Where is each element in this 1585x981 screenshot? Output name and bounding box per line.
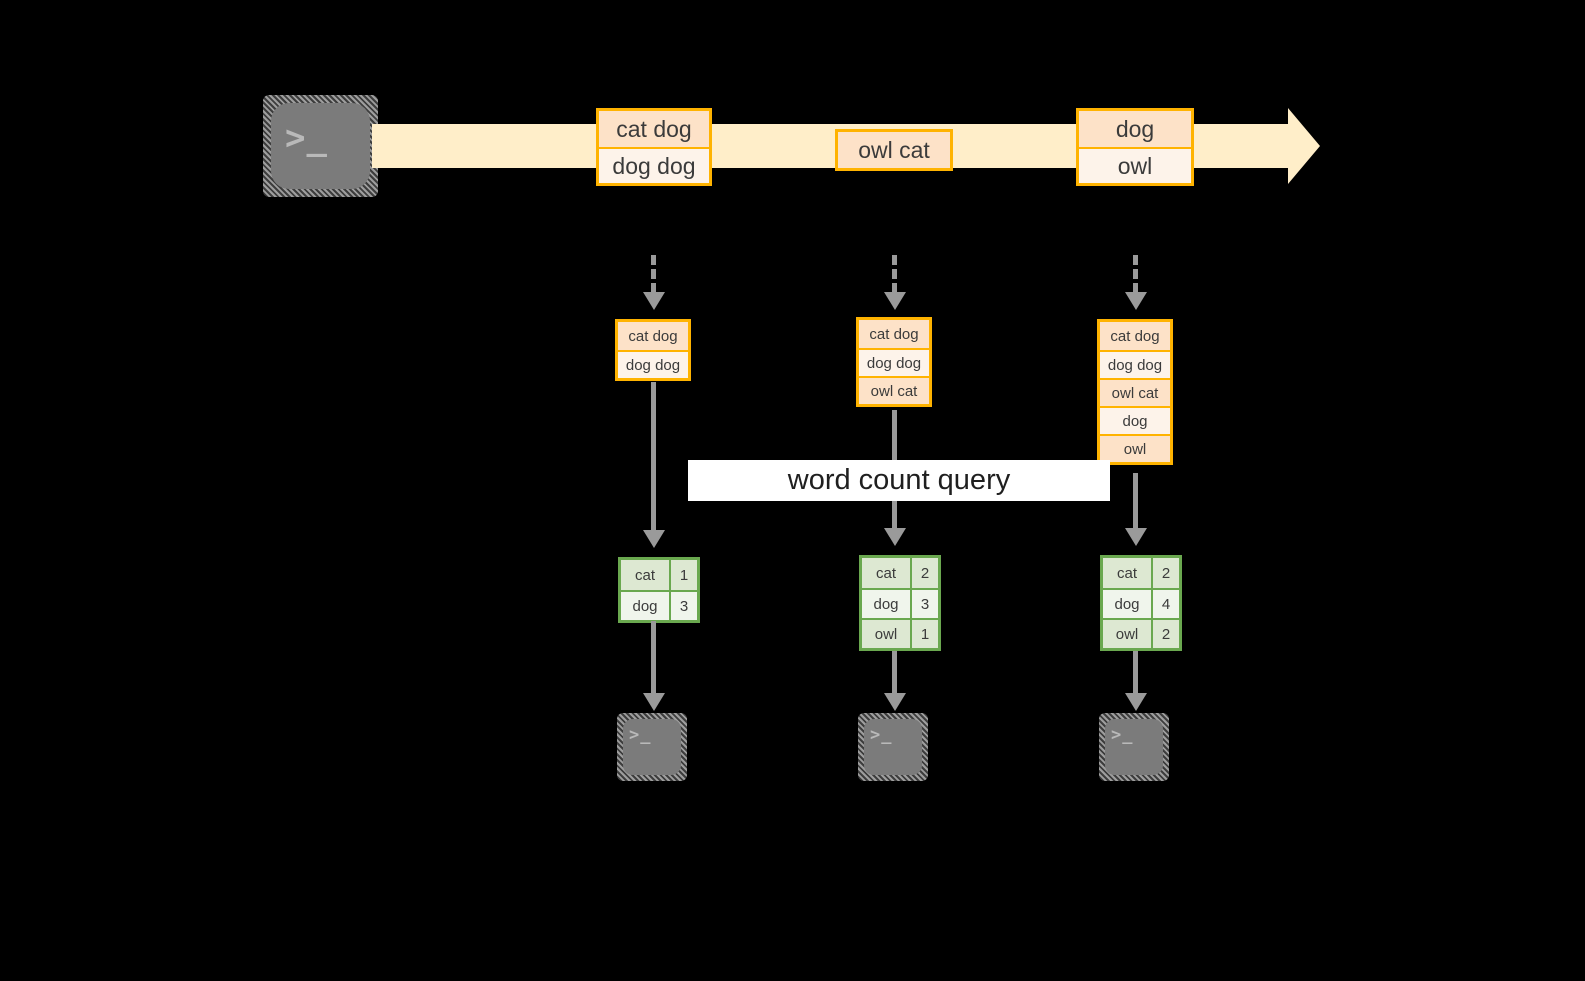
- snapshot-3-input-table: cat dog dog dog owl cat dog owl: [1097, 319, 1173, 465]
- result-word: dog: [1103, 590, 1151, 618]
- snapshot-3-query-line: [1133, 473, 1138, 529]
- stream-tap-arrow-2: [884, 292, 906, 310]
- terminal-screen: [864, 719, 922, 775]
- stream-event-group-2: owl cat: [835, 129, 953, 171]
- stream-tap-arrow-1: [643, 292, 665, 310]
- result-word: cat: [862, 558, 910, 588]
- snapshot-1-consumer-terminal-icon: >_: [617, 713, 687, 781]
- snapshot-input-line: dog dog: [618, 350, 688, 378]
- snapshot-input-line: owl cat: [859, 376, 929, 404]
- result-count: 1: [910, 620, 938, 648]
- stream-event-line: owl: [1079, 147, 1191, 183]
- result-word: dog: [621, 592, 669, 620]
- result-count: 2: [1151, 620, 1179, 648]
- result-word: dog: [862, 590, 910, 618]
- result-word: owl: [862, 620, 910, 648]
- snapshot-1-output-arrow: [643, 693, 665, 711]
- result-word: cat: [621, 560, 669, 590]
- terminal-prompt-glyph: >_: [285, 118, 328, 158]
- table-row: cat 2: [862, 558, 938, 588]
- result-word: owl: [1103, 620, 1151, 648]
- query-label-text: word count query: [787, 464, 1011, 496]
- stream-event-line: owl cat: [838, 132, 950, 168]
- table-row: dog 3: [621, 590, 697, 620]
- snapshot-1-query-line: [651, 382, 656, 531]
- terminal-screen: [271, 103, 370, 189]
- snapshot-2-query-arrow: [884, 528, 906, 546]
- snapshot-2-output-line: [892, 651, 897, 694]
- snapshot-3-output-arrow: [1125, 693, 1147, 711]
- terminal-prompt-glyph: >_: [1111, 725, 1134, 745]
- event-stream-arrowhead: [1288, 108, 1320, 184]
- result-count: 2: [910, 558, 938, 588]
- result-word: cat: [1103, 558, 1151, 588]
- stream-tap-arrow-3: [1125, 292, 1147, 310]
- snapshot-3-result-table: cat 2 dog 4 owl 2: [1100, 555, 1182, 651]
- snapshot-input-line: owl cat: [1100, 378, 1170, 406]
- snapshot-1-input-table: cat dog dog dog: [615, 319, 691, 381]
- stream-event-line: cat dog: [599, 111, 709, 147]
- stream-event-line: dog: [1079, 111, 1191, 147]
- snapshot-2-input-table: cat dog dog dog owl cat: [856, 317, 932, 407]
- table-row: cat 1: [621, 560, 697, 590]
- snapshot-3-output-line: [1133, 651, 1138, 694]
- stream-event-line: dog dog: [599, 147, 709, 183]
- snapshot-2-consumer-terminal-icon: >_: [858, 713, 928, 781]
- snapshot-input-line: cat dog: [859, 320, 929, 348]
- snapshot-1-query-arrow: [643, 530, 665, 548]
- snapshot-input-line: dog: [1100, 406, 1170, 434]
- snapshot-2-result-table: cat 2 dog 3 owl 1: [859, 555, 941, 651]
- snapshot-3-query-arrow: [1125, 528, 1147, 546]
- result-count: 4: [1151, 590, 1179, 618]
- snapshot-input-line: owl: [1100, 434, 1170, 462]
- stream-event-group-1: cat dog dog dog: [596, 108, 712, 186]
- snapshot-input-line: dog dog: [1100, 350, 1170, 378]
- snapshot-3-consumer-terminal-icon: >_: [1099, 713, 1169, 781]
- terminal-screen: [623, 719, 681, 775]
- stream-tap-line-2: [892, 255, 897, 293]
- snapshot-1-output-line: [651, 621, 656, 694]
- result-count: 3: [669, 592, 697, 620]
- query-label: word count query: [688, 460, 1110, 501]
- terminal-prompt-glyph: >_: [870, 725, 893, 745]
- snapshot-input-line: dog dog: [859, 348, 929, 376]
- producer-terminal-icon: >_: [263, 95, 378, 197]
- terminal-screen: [1105, 719, 1163, 775]
- table-row: cat 2: [1103, 558, 1179, 588]
- result-count: 3: [910, 590, 938, 618]
- result-count: 2: [1151, 558, 1179, 588]
- table-row: owl 1: [862, 618, 938, 648]
- table-row: dog 3: [862, 588, 938, 618]
- stream-tap-line-3: [1133, 255, 1138, 293]
- snapshot-1-result-table: cat 1 dog 3: [618, 557, 700, 623]
- table-row: owl 2: [1103, 618, 1179, 648]
- result-count: 1: [669, 560, 697, 590]
- terminal-prompt-glyph: >_: [629, 725, 652, 745]
- stream-tap-line-1: [651, 255, 656, 293]
- snapshot-input-line: cat dog: [1100, 322, 1170, 350]
- snapshot-input-line: cat dog: [618, 322, 688, 350]
- stream-event-group-3: dog owl: [1076, 108, 1194, 186]
- table-row: dog 4: [1103, 588, 1179, 618]
- snapshot-2-output-arrow: [884, 693, 906, 711]
